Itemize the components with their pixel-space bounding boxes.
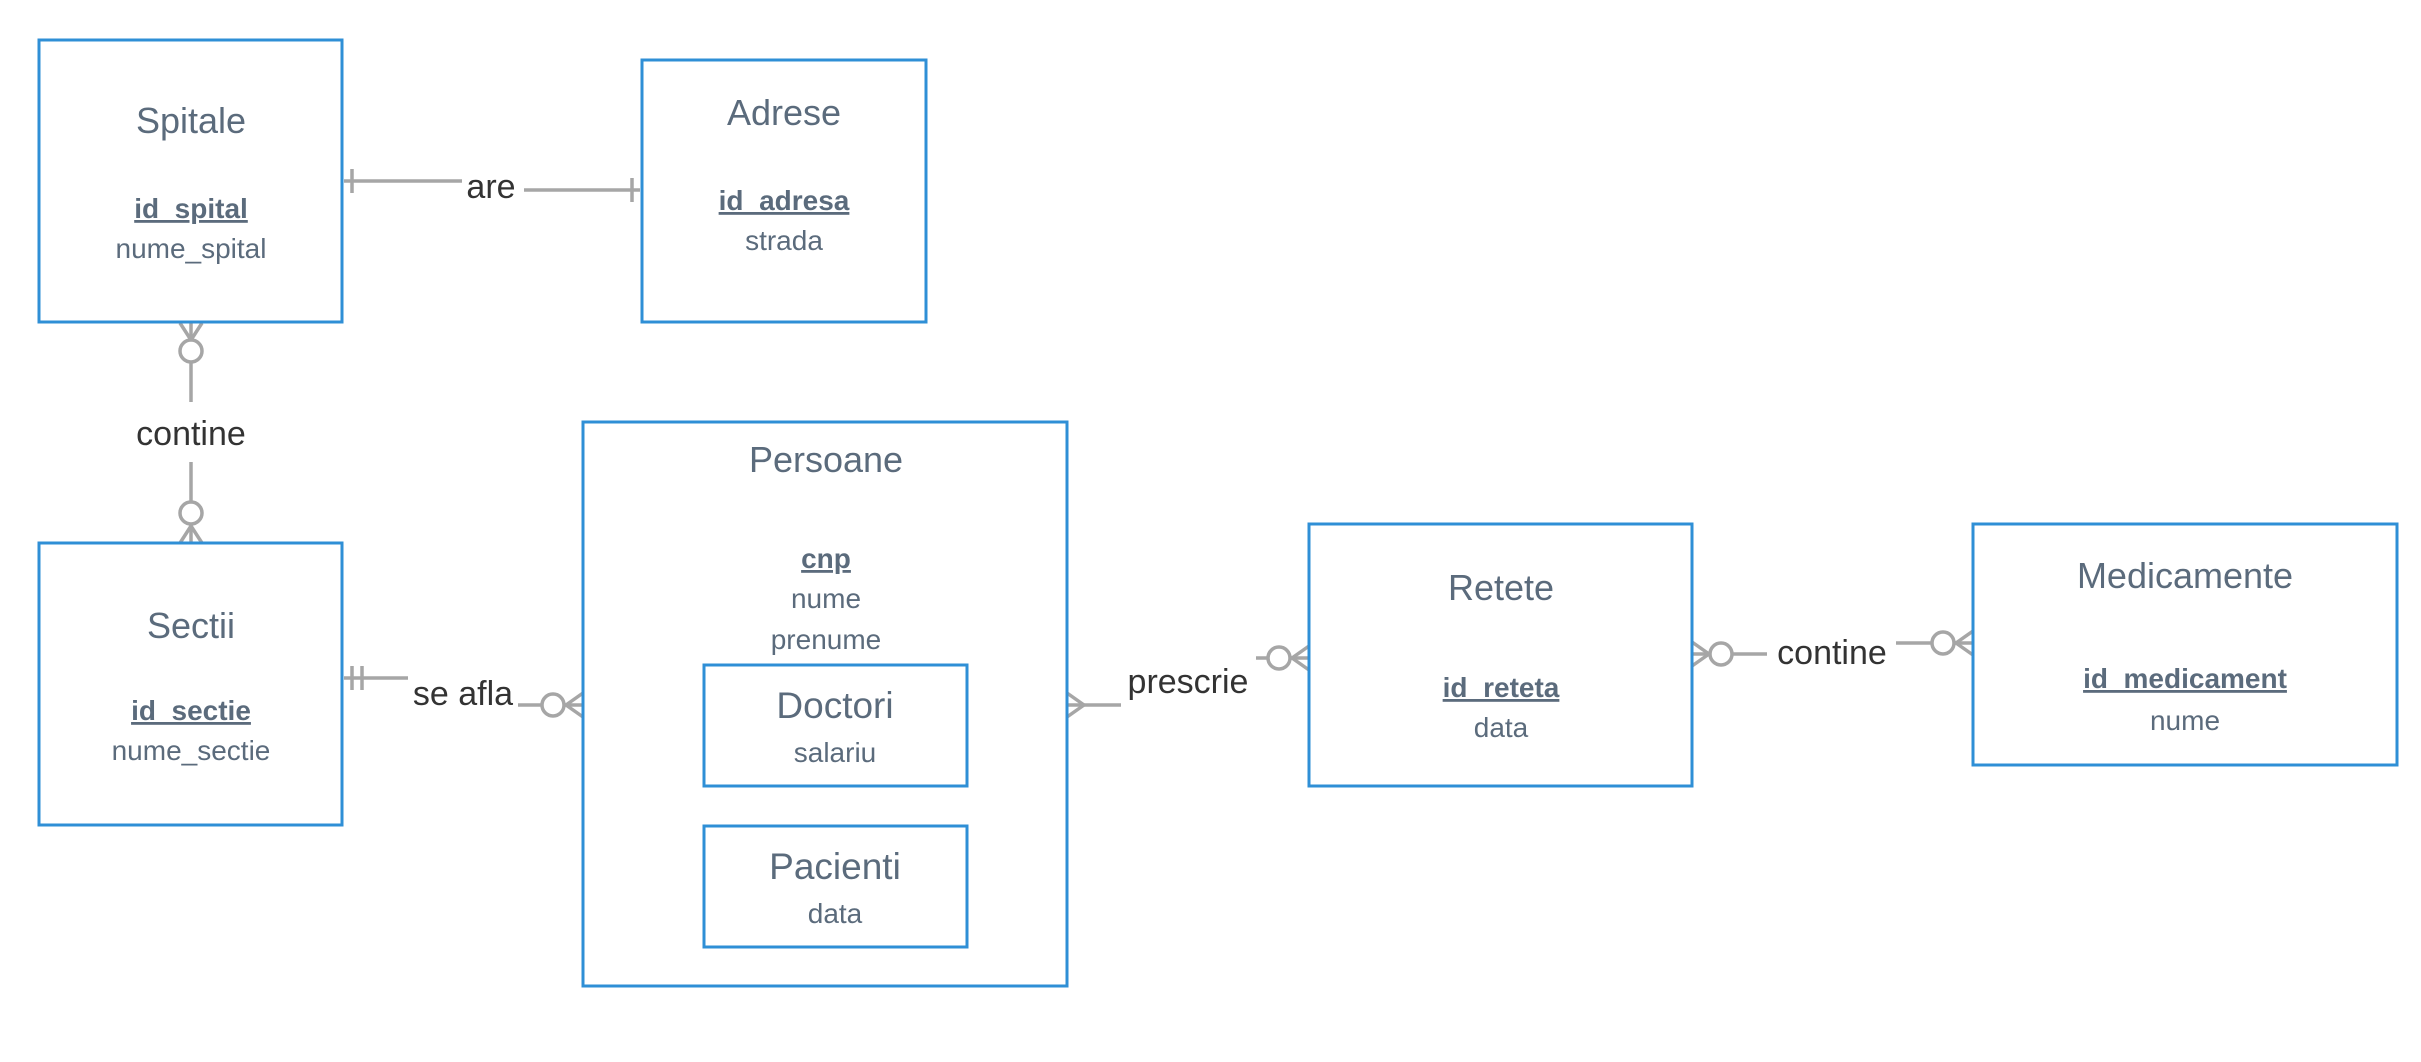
entity-attribute: strada [745, 225, 823, 256]
entity-attribute: data [808, 898, 863, 929]
entity-spitale[interactable]: Spitale id_spital nume_spital [37, 38, 344, 324]
entity-primary-key: id_medicament [2083, 663, 2287, 694]
entity-primary-key: id_adresa [719, 185, 850, 216]
entity-title: Spitale [136, 100, 246, 141]
connector-retete-medicamente [1690, 629, 1975, 668]
connector-spitale-adrese [344, 169, 640, 202]
entity-title: Medicamente [2077, 555, 2293, 596]
entity-attribute: salariu [794, 737, 876, 768]
entity-title: Persoane [749, 439, 903, 480]
entity-retete[interactable]: Retete id_reteta data [1307, 522, 1694, 788]
entity-title: Retete [1448, 567, 1554, 608]
connector-spitale-sectii [178, 322, 204, 544]
entity-primary-key: id_reteta [1443, 672, 1560, 703]
rel-label-are: are [466, 168, 515, 206]
entity-adrese[interactable]: Adrese id_adresa strada [640, 58, 928, 324]
subentity-doctori[interactable]: Doctori salariu [702, 663, 969, 788]
rel-label-contine-spitale-sectii: contine [136, 415, 246, 453]
entity-attribute: prenume [771, 624, 882, 655]
entity-title: Adrese [727, 92, 841, 133]
rel-label-se-afla: se afla [413, 675, 513, 713]
connector-persoane-retete [1065, 644, 1311, 719]
entity-attribute: nume [2150, 705, 2220, 736]
entity-title: Doctori [776, 685, 893, 726]
entity-title: Pacienti [769, 846, 901, 887]
entity-sectii[interactable]: Sectii id_sectie nume_sectie [37, 541, 344, 827]
entity-attribute: nume [791, 583, 861, 614]
entity-persoane[interactable]: Persoane cnp nume prenume Doctori salari… [581, 420, 1069, 988]
entity-attribute: nume_sectie [112, 735, 271, 766]
rel-label-prescrie: prescrie [1128, 663, 1249, 701]
entity-attribute: data [1474, 712, 1529, 743]
subentity-pacienti[interactable]: Pacienti data [702, 824, 969, 949]
entity-medicamente[interactable]: Medicamente id_medicament nume [1971, 522, 2399, 767]
entity-attribute: nume_spital [116, 233, 267, 264]
entity-title: Sectii [147, 605, 235, 646]
rel-label-contine-retete-medicamente: contine [1777, 634, 1887, 672]
entity-primary-key: id_sectie [131, 695, 251, 726]
entity-primary-key: id_spital [134, 193, 248, 224]
entity-primary-key: cnp [801, 543, 851, 574]
connector-sectii-persoane [344, 666, 585, 719]
